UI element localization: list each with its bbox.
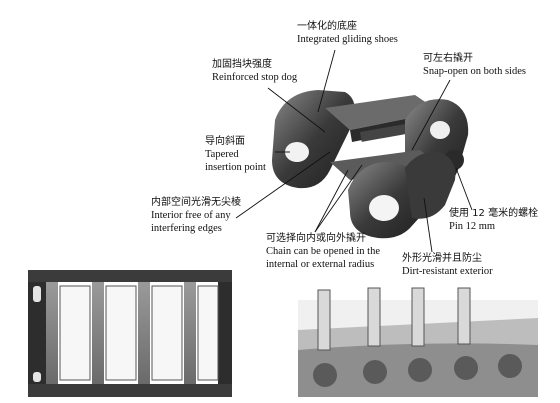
photo-top-view — [28, 270, 232, 397]
annotation-stop-dog: 加固挡块强度 Reinforced stop dog — [212, 58, 297, 84]
annotation-en: Pin 12 mm — [449, 221, 496, 232]
annotation-zh: 加固挡块强度 — [212, 59, 272, 70]
annotation-zh: 使用 12 毫米的螺栓 — [449, 208, 539, 219]
annotation-zh: 可选择向内或向外撬开 — [266, 233, 366, 244]
annotation-interior: 内部空间光滑无尖棱 Interior free of any interferi… — [151, 196, 241, 235]
annotation-zh: 可左右撬开 — [423, 53, 473, 64]
annotation-chain-open: 可选择向内或向外撬开 Chain can be opened in the in… — [266, 232, 380, 271]
annotation-en-line1: Interior free of any — [151, 210, 231, 221]
annotation-pin: 使用 12 毫米的螺栓 Pin 12 mm — [449, 207, 538, 233]
annotation-zh: 一体化的底座 — [297, 21, 357, 32]
annotation-en: Reinforced stop dog — [212, 72, 298, 83]
annotation-en: Integrated gliding shoes — [297, 34, 398, 45]
annotation-en-line1: Tapered — [205, 149, 239, 160]
annotation-dirt-resistant: 外形光滑并且防尘 Dirt-resistant exterior — [402, 252, 493, 278]
annotation-en-line1: Chain can be opened in the — [266, 246, 381, 257]
annotation-en: Dirt-resistant exterior — [402, 266, 493, 277]
chain-link-3d — [272, 90, 469, 239]
annotation-zh: 外形光滑并且防尘 — [402, 253, 482, 264]
annotation-tapered: 导向斜面 Tapered insertion point — [205, 135, 266, 174]
annotation-gliding-shoes: 一体化的底座 Integrated gliding shoes — [297, 20, 398, 46]
annotation-en: Snap-open on both sides — [423, 66, 526, 77]
annotation-zh: 内部空间光滑无尖棱 — [151, 197, 241, 208]
annotation-en-line2: interfering edges — [151, 223, 222, 234]
annotation-en-line2: internal or external radius — [266, 259, 375, 270]
photo-side-view — [298, 287, 538, 397]
annotation-zh: 导向斜面 — [205, 136, 245, 147]
leader-lines — [235, 49, 473, 253]
annotation-en-line2: insertion point — [205, 162, 266, 173]
annotation-snap-open: 可左右撬开 Snap-open on both sides — [423, 52, 526, 78]
